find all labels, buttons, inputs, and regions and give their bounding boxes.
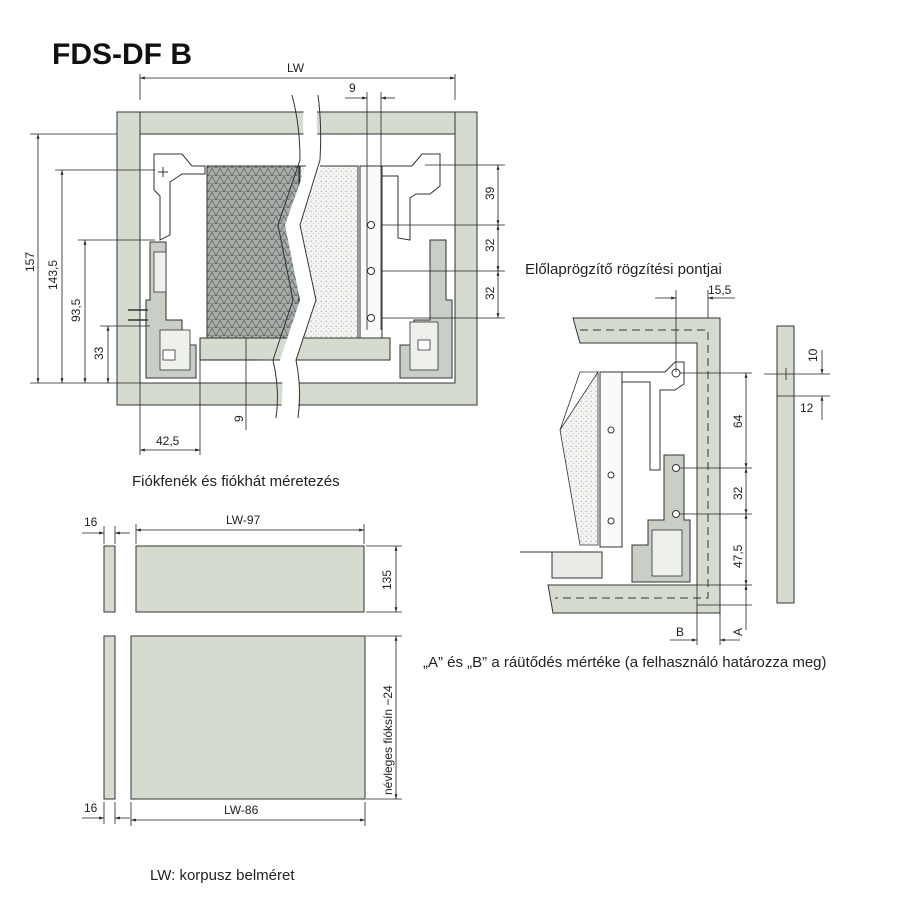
dim-42-5-label: 42,5 [156, 434, 180, 448]
break-band [280, 95, 322, 418]
dim-9-bottom [199, 338, 260, 455]
detail-drawer-bottom [551, 551, 603, 579]
bottom-width-label: LW-86 [224, 803, 259, 817]
dim-32-detail-label: 32 [731, 486, 745, 500]
detail-front-panel [547, 317, 721, 614]
detail-bracket [621, 361, 685, 471]
right-runner [399, 239, 453, 379]
drawing-title: FDS-DF B [52, 38, 192, 71]
back-panel [135, 545, 365, 613]
dim-32a-label: 32 [483, 238, 497, 252]
back-height-label: 135 [380, 570, 394, 590]
dim-9-bottom-label: 9 [232, 415, 246, 422]
bottom-thickness-label: 16 [84, 801, 98, 815]
cabinet-top-left [139, 111, 306, 135]
right-side-wall [359, 165, 383, 339]
dim-left-heights [30, 133, 155, 384]
bottom-panel [130, 635, 366, 800]
dim-143-5-label: 143,5 [46, 260, 60, 290]
dim-64-label: 64 [731, 414, 745, 428]
dim-39-label: 39 [483, 186, 497, 200]
drawer-bottom-part: 16 LW-86 névleges fióksín −24 [82, 635, 402, 826]
dim-47-5-label: 47,5 [731, 544, 745, 568]
cabinet-top-right [312, 111, 456, 135]
drawer-back-part: 16 LW-97 135 [82, 513, 402, 613]
detail-view: 15,5 64 32 47,5 B A 10 12 [520, 283, 830, 645]
dim-42-5 [139, 383, 200, 455]
front-view: LW 9 39 32 32 [23, 61, 505, 455]
dim-lw [139, 74, 456, 100]
detail-side-wall [599, 371, 623, 548]
bottom-depth-label: névleges fióksín −24 [381, 685, 395, 795]
dim-right-stack [382, 164, 505, 319]
dim-12-label: 12 [800, 401, 814, 415]
dim-9-top [345, 92, 395, 330]
back-edge [103, 545, 116, 613]
mesh-side-panel [206, 165, 300, 339]
dim-93-5-label: 93,5 [69, 298, 83, 322]
label-b: B [676, 625, 684, 639]
parts-caption: Fiókfenék és fiókhát méretezés [132, 473, 340, 490]
dim-33-label: 33 [92, 346, 106, 360]
right-bracket [381, 153, 441, 241]
back-width-label: LW-97 [226, 513, 261, 527]
left-bracket [153, 153, 206, 241]
detail-side-profile [776, 325, 795, 604]
dim-15-5-label: 15,5 [708, 283, 732, 297]
detail-note: „A” és „B” a ráütődés mértéke (a felhasz… [423, 654, 827, 671]
dim-lw-label: LW [287, 61, 305, 75]
back-thickness-label: 16 [84, 515, 98, 529]
bottom-edge [103, 635, 116, 800]
dim-32b-label: 32 [483, 286, 497, 300]
dim-10-label: 10 [806, 348, 820, 362]
detail-caption: Előlaprögzítő rögzítési pontjai [525, 261, 722, 278]
dim-9-top-label: 9 [349, 81, 356, 95]
detail-cut-area [559, 370, 599, 546]
label-a: A [731, 628, 745, 636]
dim-157-label: 157 [23, 252, 37, 272]
footnote: LW: korpusz belméret [150, 867, 295, 884]
